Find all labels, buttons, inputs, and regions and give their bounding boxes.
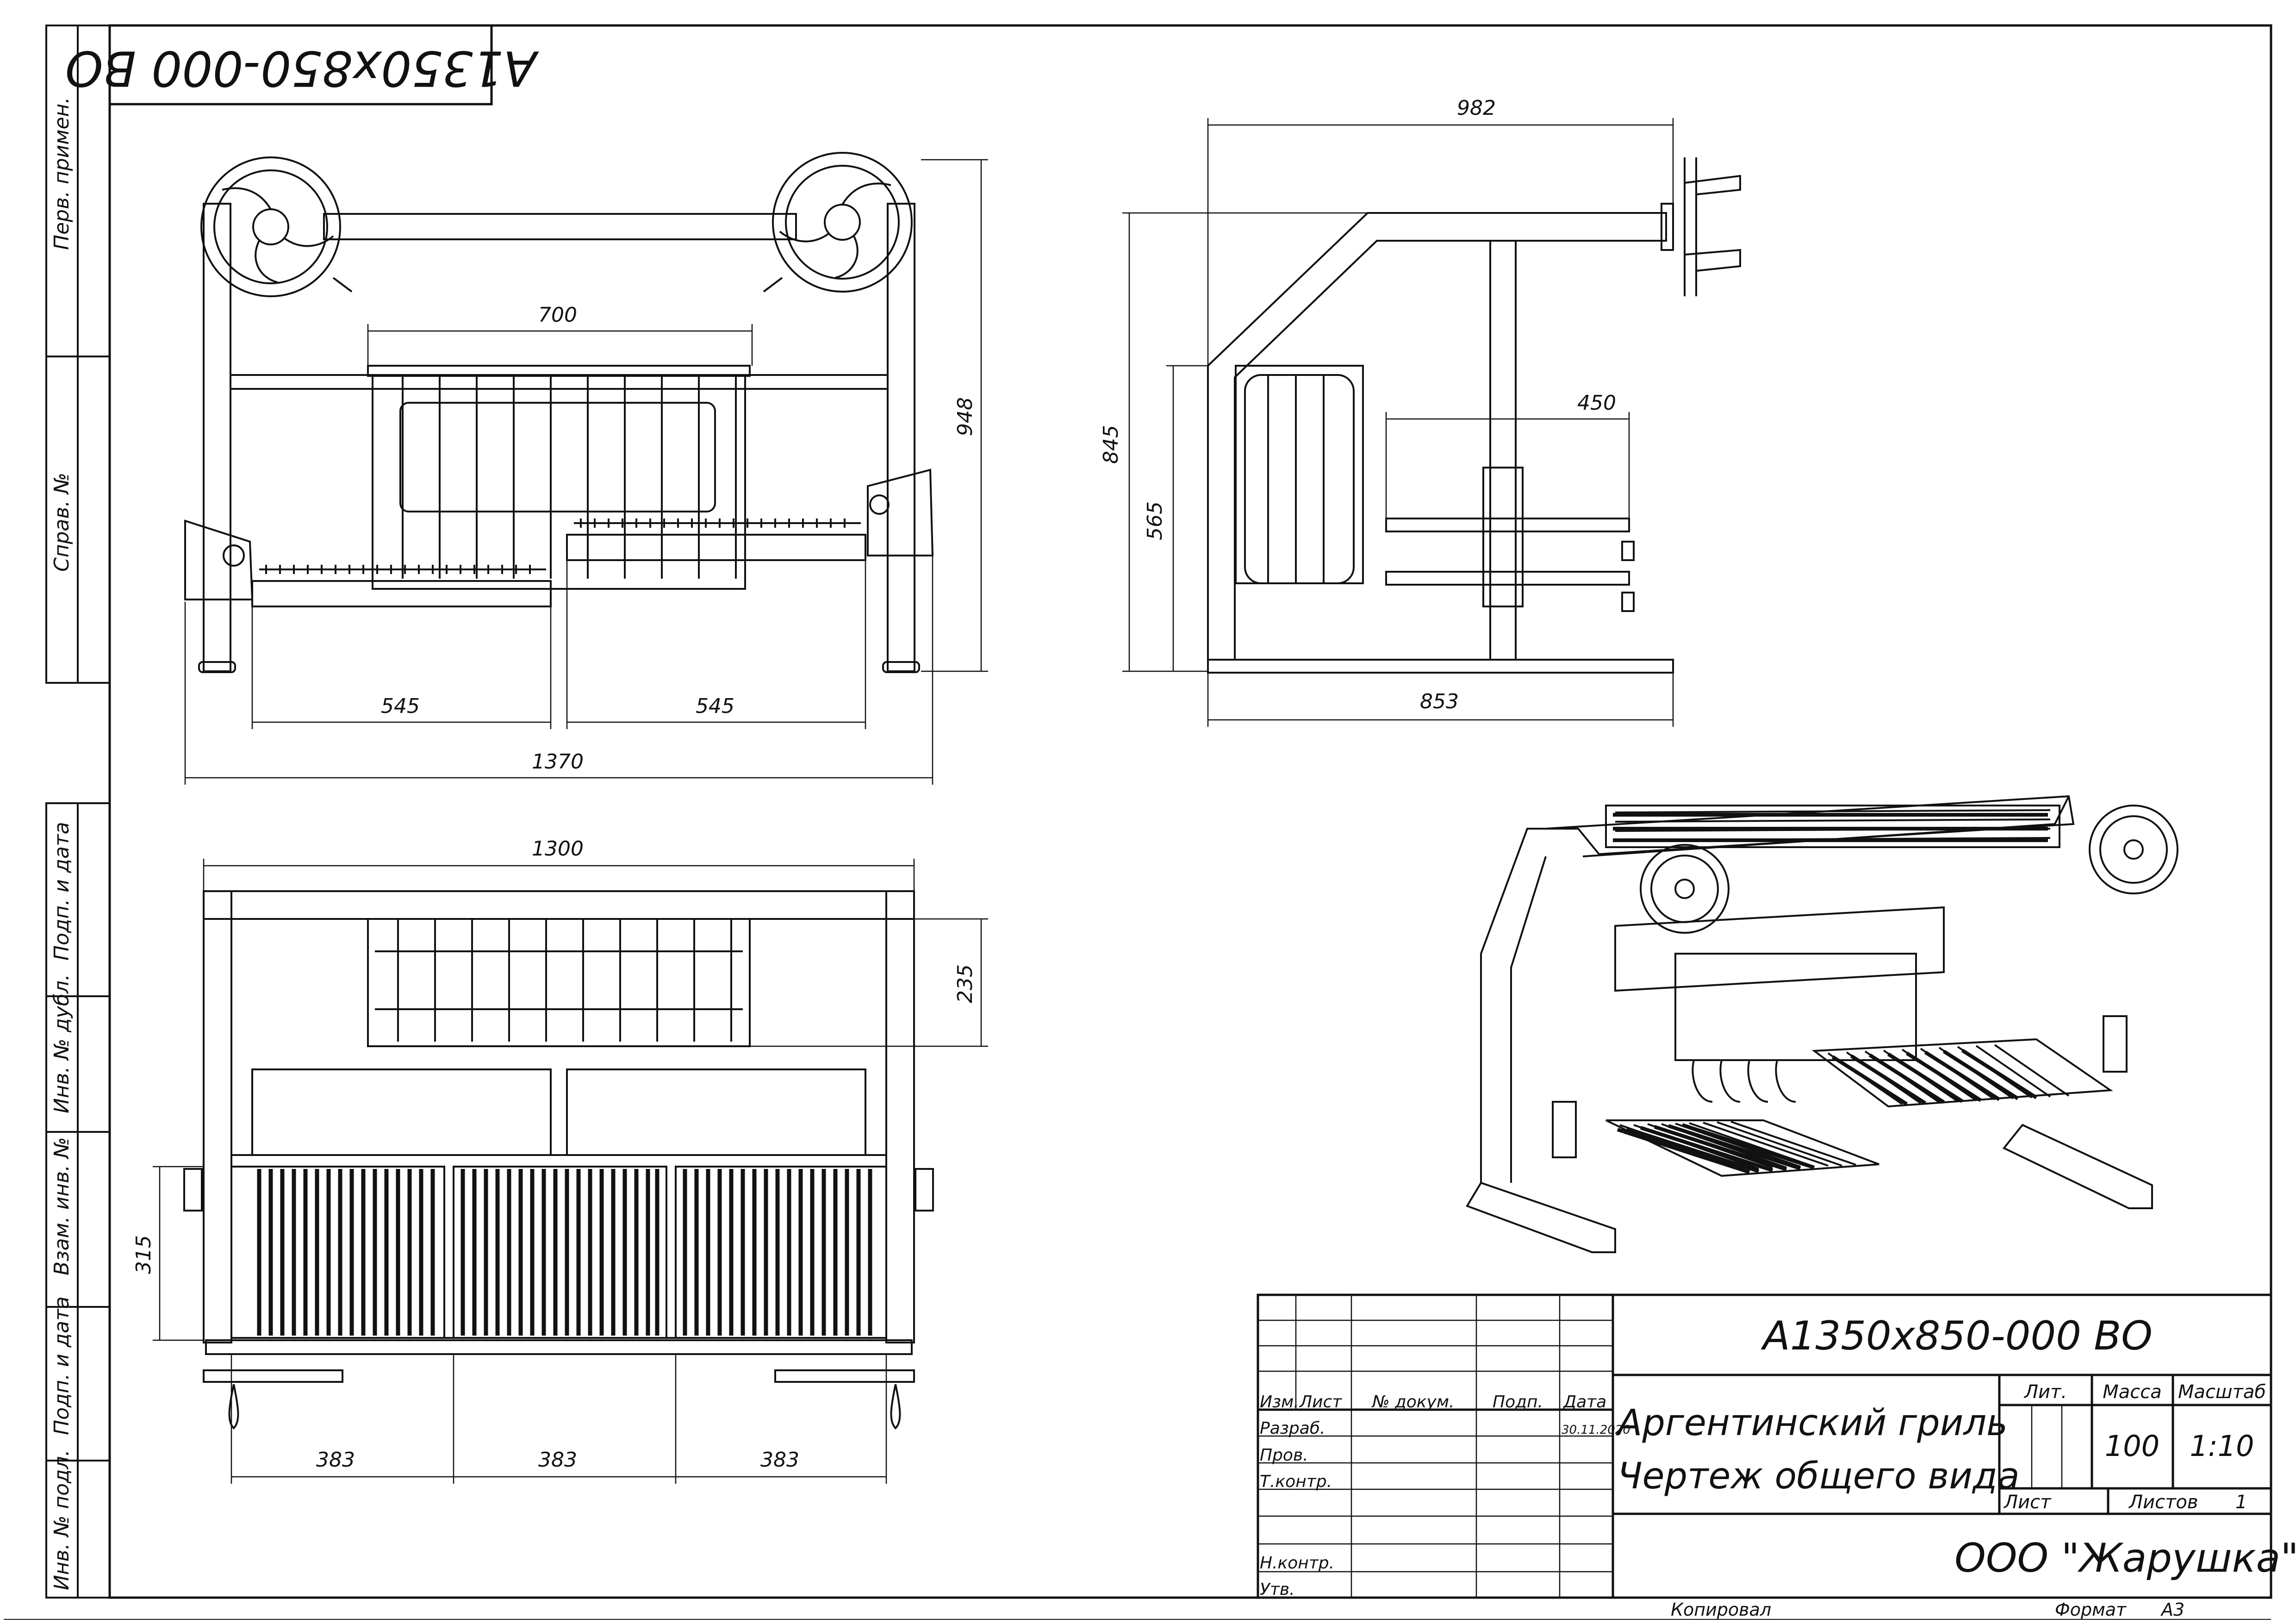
massa-value: 100 — [2105, 1429, 2159, 1463]
dim-side-845: 845 — [1099, 425, 1123, 464]
dim-top-1300: 1300 — [532, 837, 584, 861]
prov-label: Пров. — [1260, 1446, 1308, 1465]
top-dimensions — [153, 859, 988, 1484]
dim-top-383-b: 383 — [538, 1448, 577, 1472]
dim-front-948: 948 — [953, 397, 977, 436]
dim-front-545-right: 545 — [696, 694, 734, 718]
format-label: Формат — [2055, 1599, 2127, 1620]
dim-front-545-left: 545 — [381, 694, 420, 718]
top-bars — [257, 1169, 872, 1336]
sprav-no-label: Справ. № — [50, 473, 74, 572]
side-strip — [45, 25, 111, 1599]
sheets-label: Листов — [2128, 1492, 2198, 1513]
side-dimensions — [1122, 118, 1674, 727]
podp-label: Подп. — [1493, 1393, 1543, 1412]
massa-label: Масса — [2103, 1381, 2162, 1403]
copied-label: Копировал — [1671, 1599, 1771, 1620]
front-view — [184, 152, 934, 673]
title-block-name-line1: Аргентинский гриль — [1615, 1402, 2008, 1444]
list-label: Лист — [1299, 1393, 1342, 1412]
isometric-grates — [1613, 813, 2048, 1174]
title-block-name-line2: Чертеж общего вида — [1618, 1455, 2020, 1497]
front-dimensions — [184, 159, 988, 785]
podp-data-label-1: Подп. и дата — [50, 822, 74, 961]
title-block-company: ООО "Жарушка" — [1954, 1535, 2296, 1581]
dim-front-1370: 1370 — [532, 750, 584, 774]
dim-side-565: 565 — [1143, 501, 1167, 540]
perv-primen-label: Перв. примен. — [50, 97, 74, 250]
sheet-frame — [4, 24, 2272, 1620]
vzam-inv-label: Взам. инв. № — [50, 1137, 74, 1275]
dim-top-235: 235 — [953, 964, 977, 1003]
title-block — [1257, 1293, 2272, 1599]
isometric-view — [1466, 795, 2178, 1253]
top-view — [183, 890, 934, 1430]
title-block-thin-rules — [1258, 1295, 2063, 1598]
scale-value: 1:10 — [2190, 1429, 2254, 1463]
side-view — [1207, 157, 1741, 674]
dim-front-700: 700 — [538, 303, 577, 327]
inv-podl-label: Инв. № подл. — [50, 1449, 74, 1590]
dim-side-982: 982 — [1457, 96, 1496, 120]
razrab-label: Разраб. — [1260, 1419, 1325, 1438]
format-value: А3 — [2160, 1599, 2184, 1620]
dim-side-450: 450 — [1577, 391, 1616, 415]
dim-top-383-c: 383 — [760, 1448, 799, 1472]
masshtab-label: Масштаб — [2178, 1381, 2266, 1403]
dim-side-853: 853 — [1420, 690, 1459, 713]
inverted-code-box: А1350х850-000 ВО — [65, 25, 539, 106]
lit-label: Лит. — [2023, 1381, 2067, 1403]
data-label: Дата — [1562, 1393, 1606, 1412]
utv-label: Утв. — [1260, 1580, 1295, 1599]
title-block-drawing-code: А1350х850-000 ВО — [1761, 1313, 2153, 1359]
tkontr-label: Т.контр. — [1260, 1472, 1332, 1491]
nkontr-label: Н.контр. — [1260, 1554, 1334, 1573]
dokum-label: № докум. — [1371, 1393, 1454, 1412]
sheets-value: 1 — [2235, 1492, 2247, 1513]
inv-dubl-label: Инв. № дубл. — [50, 974, 74, 1113]
dim-top-383-a: 383 — [316, 1448, 355, 1472]
sheet-label: Лист — [2003, 1492, 2052, 1513]
izm-label: Изм. — [1260, 1393, 1299, 1412]
date-value: 30.11.2020 — [1562, 1423, 1630, 1437]
dim-top-315: 315 — [132, 1235, 156, 1274]
inverted-drawing-code: А1350х850-000 ВО — [65, 40, 539, 97]
podp-data-label-2: Подп. и дата — [50, 1296, 74, 1435]
